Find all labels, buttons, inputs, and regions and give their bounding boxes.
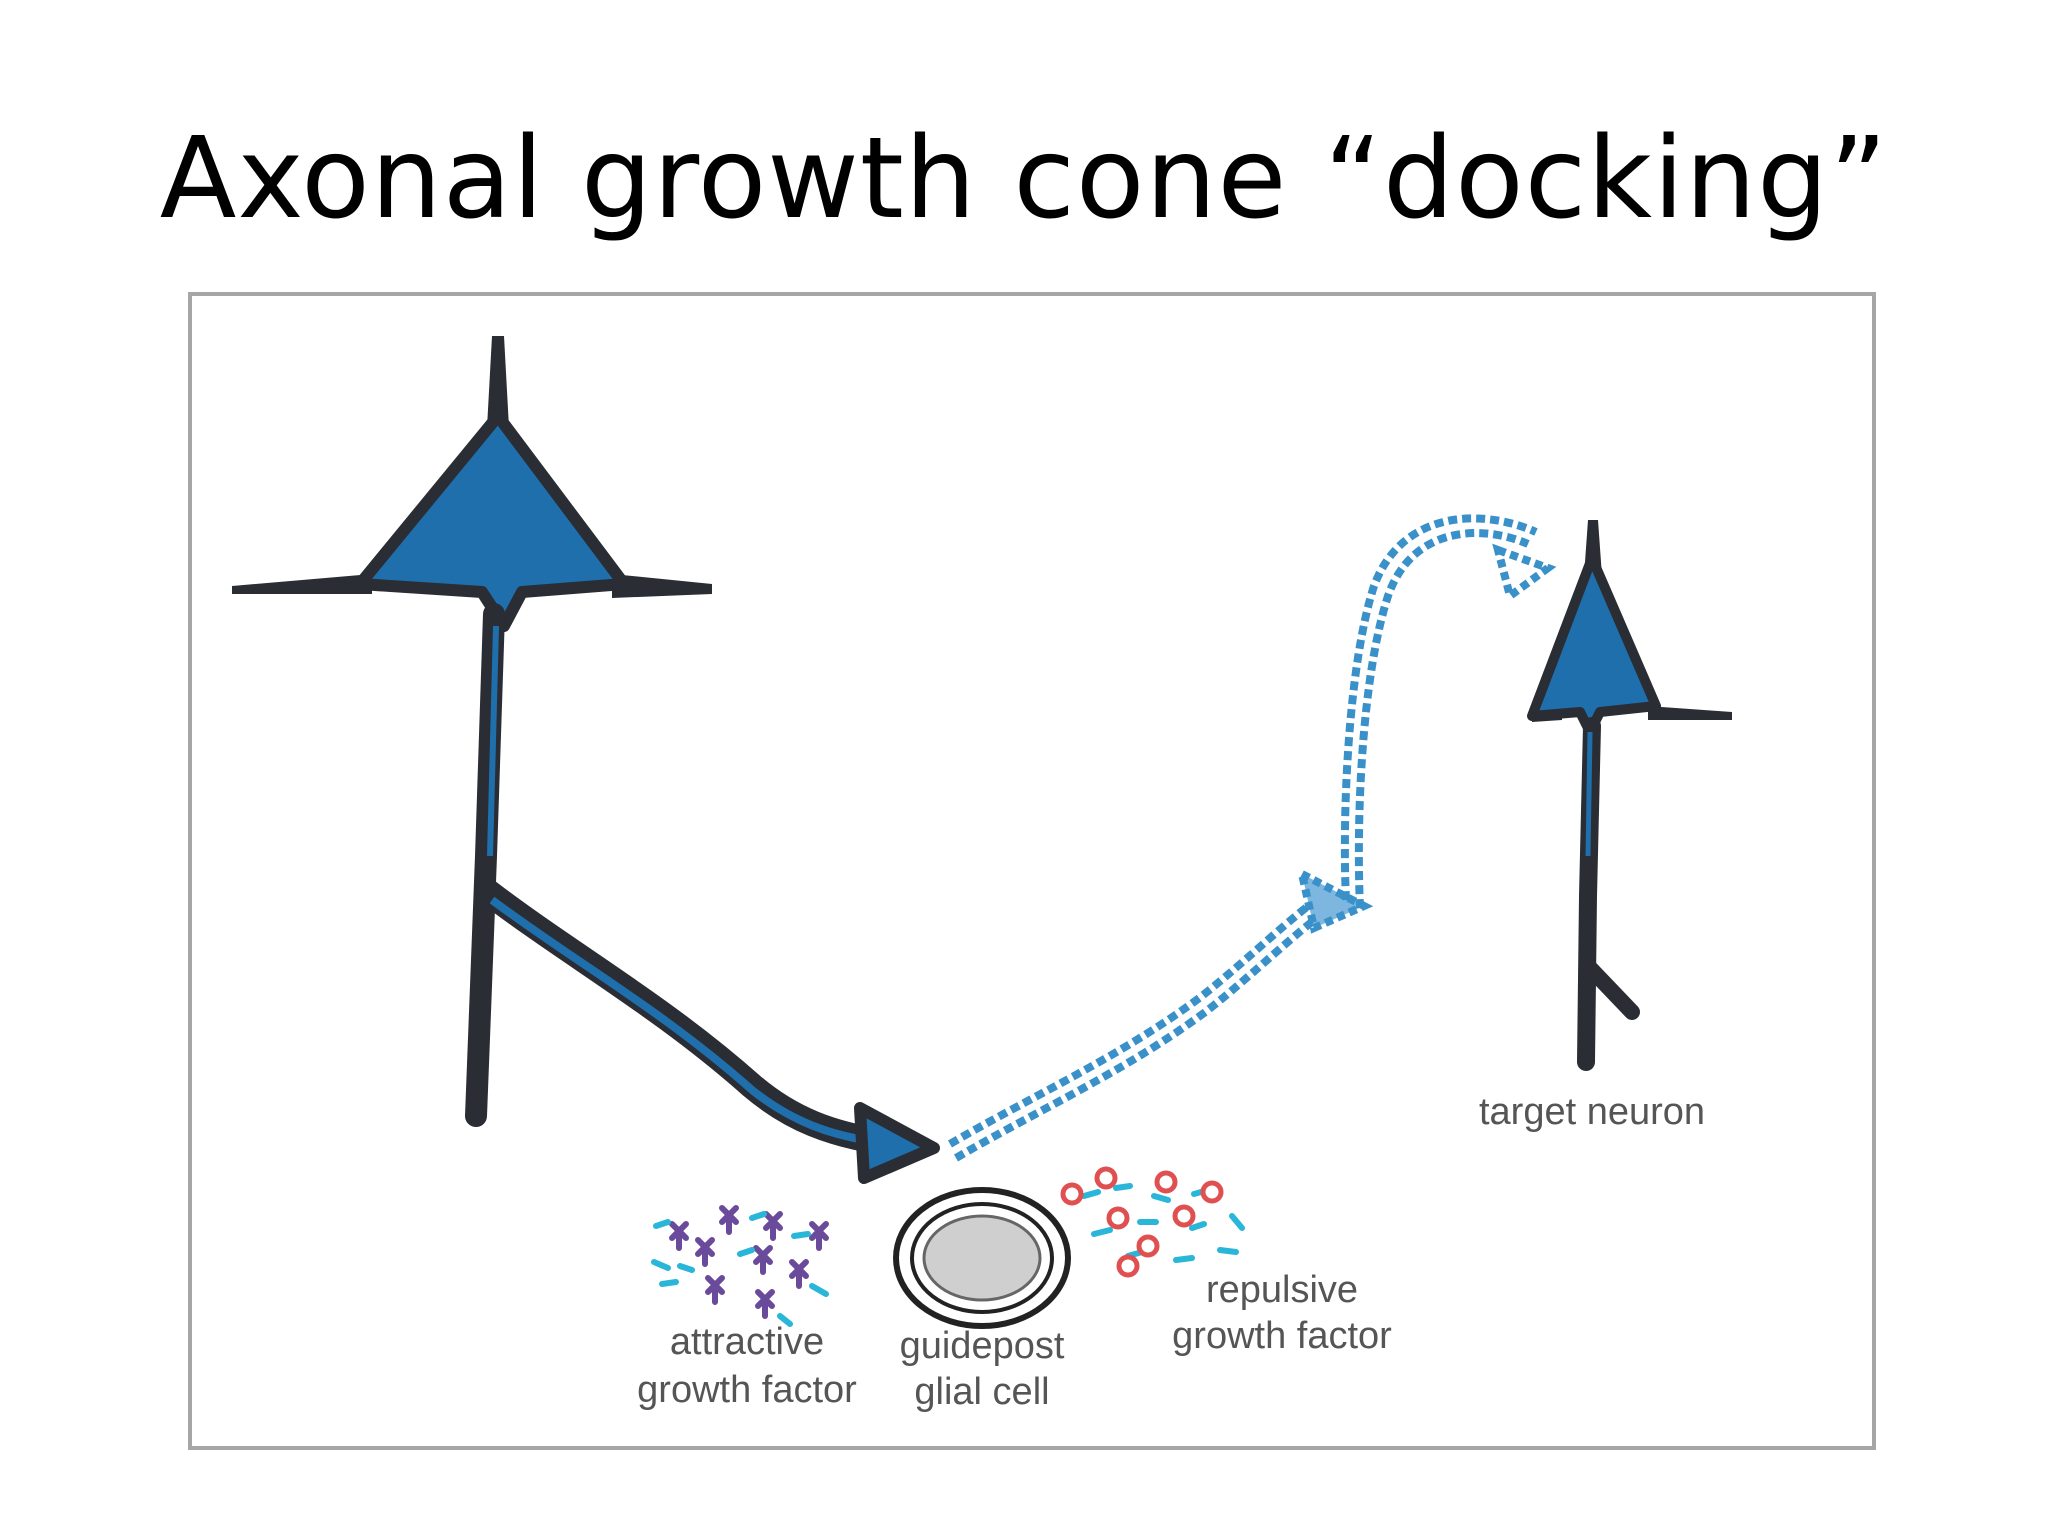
guidepost-glial-cell (893, 1187, 1071, 1329)
growth-cone-arrowhead (854, 1102, 940, 1184)
glial-nucleus (922, 1214, 1042, 1302)
guidepost-label-line1: guidepost (900, 1325, 1065, 1367)
dashed-path-upper (947, 892, 1325, 1148)
dashed-path-lower (953, 906, 1331, 1162)
attractive-molecule (653, 1219, 689, 1251)
target-axon-core (1585, 731, 1593, 857)
target-neuron-label: target neuron (1479, 1091, 1705, 1133)
dashed-arrowhead-1 (1296, 866, 1374, 934)
target-axon-branch (1580, 958, 1640, 1020)
attractive-molecule (789, 1259, 829, 1297)
repulsive-label-line2: growth factor (1172, 1315, 1392, 1357)
source-axon-trunk (465, 603, 505, 1127)
source-right-dendrite (612, 574, 712, 598)
repulsive-molecule (1116, 1254, 1140, 1278)
attractive-label-line1: attractive (670, 1321, 824, 1363)
source-axon-core (487, 625, 499, 857)
attractive-molecule (705, 1275, 725, 1305)
repulsive-molecule (1136, 1234, 1160, 1258)
repulsive-molecule (1172, 1204, 1196, 1228)
repulsive-molecule (1094, 1166, 1118, 1190)
diagram-figure: target neuron (188, 292, 1876, 1450)
attractive-molecule (791, 1221, 829, 1251)
target-neuron: target neuron (1479, 520, 1732, 1133)
target-soma (1527, 553, 1661, 737)
attractive-molecule (719, 1205, 739, 1235)
dashed-rise-inner (1340, 514, 1538, 901)
dashed-arrowhead-2 (1492, 543, 1557, 603)
repulsive-molecule (1106, 1206, 1130, 1230)
source-soma (354, 410, 630, 632)
source-neuron (232, 336, 940, 1184)
repulsive-molecule (1154, 1170, 1178, 1194)
axon-branch-core (489, 896, 879, 1146)
source-left-dendrite (232, 574, 372, 594)
axon-branch-outline (475, 879, 895, 1155)
attractive-molecule (749, 1211, 783, 1241)
guidepost-label-line2: glial cell (914, 1371, 1049, 1413)
projected-axon-path (947, 514, 1557, 1162)
attractive-molecule (755, 1289, 775, 1319)
attractive-label-line2: growth factor (637, 1369, 857, 1411)
repulsive-molecules (1060, 1166, 1224, 1278)
target-right-dendrite (1648, 706, 1732, 720)
attractive-free-ligands (651, 1259, 793, 1327)
diagram-canvas: target neuron (232, 336, 1732, 1413)
attractive-factor-cluster (651, 1205, 829, 1327)
repulsive-molecule (1060, 1182, 1084, 1206)
attractive-molecule (737, 1245, 773, 1275)
slide-title: Axonal growth cone “docking” (159, 114, 1889, 244)
repulsive-label-line1: repulsive (1206, 1269, 1358, 1311)
repulsive-molecule (1200, 1180, 1224, 1204)
dashed-rise-outer (1354, 529, 1530, 909)
repulsive-factor-cluster (1060, 1166, 1245, 1278)
attractive-molecule (695, 1237, 715, 1267)
